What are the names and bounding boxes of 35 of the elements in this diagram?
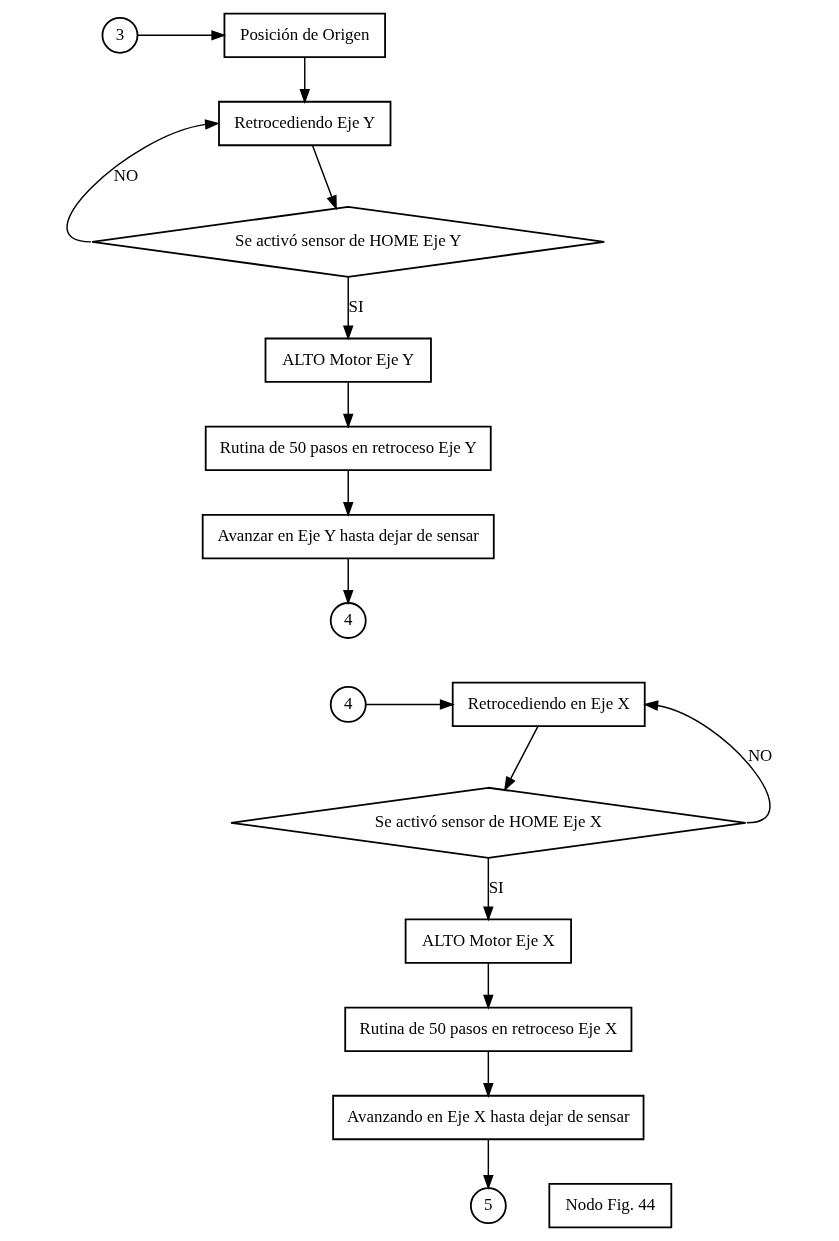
node-diamond: Se activó sensor de HOME Eje Y bbox=[91, 205, 606, 278]
edge-label: SI bbox=[348, 297, 364, 317]
arrow bbox=[643, 700, 771, 824]
arrow bbox=[311, 144, 337, 211]
node-box: Posición de Origen bbox=[223, 12, 386, 58]
node-box: ALTO Motor Eje X bbox=[404, 918, 572, 964]
edge-label: NO bbox=[113, 165, 139, 185]
arrow bbox=[343, 557, 354, 606]
node-box: Avanzar en Eje Y hasta dejar de sensar bbox=[201, 513, 495, 560]
arrow bbox=[343, 276, 354, 341]
node-box: Retrocediendo Eje Y bbox=[218, 100, 392, 147]
node-box: Rutina de 50 pasos en retroceso Eje X bbox=[344, 1006, 633, 1052]
node-diamond: Se activó sensor de HOME Eje X bbox=[230, 786, 747, 859]
edge-label: NO bbox=[747, 746, 773, 766]
node-box: Avanzando en Eje X hasta dejar de sensar bbox=[332, 1094, 645, 1141]
arrow bbox=[136, 30, 227, 41]
arrow bbox=[483, 857, 494, 922]
arrow bbox=[343, 381, 354, 429]
edge-label: SI bbox=[488, 878, 504, 898]
node-circle: 5 bbox=[469, 1187, 507, 1225]
arrow bbox=[299, 56, 310, 104]
node-circle: 4 bbox=[329, 602, 367, 639]
node-box: ALTO Motor Eje Y bbox=[264, 337, 432, 383]
arrow bbox=[503, 725, 539, 792]
arrow bbox=[483, 1050, 494, 1098]
arrow bbox=[365, 699, 455, 710]
node-box: Nodo Fig. 44 bbox=[548, 1183, 673, 1229]
arrow bbox=[483, 962, 494, 1010]
arrow bbox=[343, 469, 354, 517]
node-box: Retrocediendo en Eje X bbox=[451, 681, 646, 728]
node-circle: 3 bbox=[101, 16, 139, 54]
arrow bbox=[66, 119, 220, 243]
node-box: Rutina de 50 pasos en retroceso Eje Y bbox=[204, 425, 492, 472]
arrow bbox=[483, 1138, 494, 1191]
node-circle: 4 bbox=[329, 686, 367, 723]
